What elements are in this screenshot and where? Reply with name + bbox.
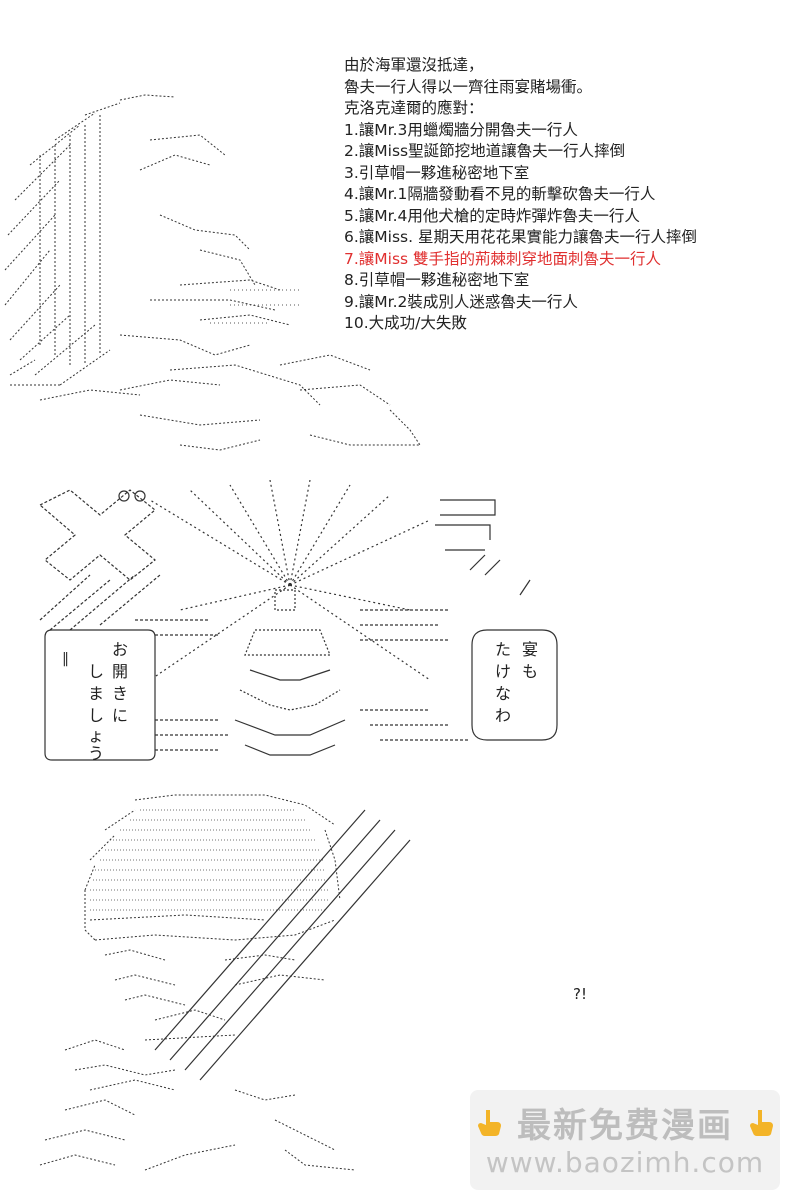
option-item: 8.引草帽一夥進秘密地下室: [344, 271, 530, 289]
interrobang-sfx: ?!: [573, 985, 587, 1003]
option-item: 4.讓Mr.1隔牆發動看不見的斬擊砍魯夫一行人: [344, 185, 656, 203]
watermark-title: 最新免费漫画: [470, 1098, 780, 1147]
option-item: 2.讓Miss聖誕節挖地道讓魯夫一行人摔倒: [344, 142, 626, 160]
option-item: 6.讓Miss. 星期天用花花果實能力讓魯夫一行人摔倒: [344, 228, 697, 246]
speech-right-char: た: [495, 640, 511, 659]
speech-right-char: わ: [495, 706, 511, 725]
speech-right-char: も: [522, 662, 538, 681]
speech-left-char: ま: [88, 684, 104, 703]
speech-right-char: な: [495, 684, 511, 703]
narration-text-block: 由於海軍還沒抵達， 魯夫一行人得以一齊往雨宴賭場衝。 克洛克達爾的應對： 1.讓…: [344, 55, 794, 335]
option-item: 1.讓Mr.3用蠟燭牆分開魯夫一行人: [344, 120, 578, 139]
speech-bubble-left: お 開 き に し ま し ょ う ‖: [44, 629, 156, 763]
speech-left-char: し: [88, 706, 104, 725]
svg-text:‖: ‖: [62, 651, 69, 667]
narration-line: 由於海軍還沒抵達，: [344, 56, 484, 74]
speech-left-char: し: [88, 662, 104, 681]
option-item: 10.大成功/大失敗: [344, 314, 467, 332]
speech-left-char: き: [112, 684, 128, 703]
speech-right-char: 宴: [522, 640, 538, 659]
speech-left-char: に: [112, 706, 128, 725]
panel-2-burst-art: [38, 480, 531, 756]
speech-right-char: け: [495, 662, 511, 681]
option-item: 3.引草帽一夥進秘密地下室: [344, 163, 530, 182]
option-item-highlighted: 7.讓Miss 雙手指的荊棘刺穿地面刺魯夫一行人: [344, 249, 662, 268]
watermark-url: www.baozimh.com: [485, 1146, 765, 1179]
option-item: 5.讓Mr.4用他犬槍的定時炸彈炸魯夫一行人: [344, 206, 640, 225]
option-item: 9.讓Mr.2裝成別人迷惑魯夫一行人: [344, 292, 578, 311]
speech-left-char: う: [88, 744, 104, 763]
narration-line: 克洛克達爾的應對：: [344, 99, 484, 117]
pointing-hand-icon: [478, 1109, 502, 1136]
speech-left-char: ょ: [88, 726, 104, 745]
speech-left-char: お: [112, 640, 128, 659]
panel-1-figure-art: [4, 94, 421, 451]
pointing-hand-icon: [749, 1109, 773, 1136]
panel-3-figure-art: [39, 794, 411, 1171]
speech-left-char: 開: [112, 662, 128, 681]
narration-line: 魯夫一行人得以一齊往雨宴賭場衝。: [344, 77, 593, 96]
watermark: 最新免费漫画 www.baozimh.com: [470, 1090, 780, 1190]
